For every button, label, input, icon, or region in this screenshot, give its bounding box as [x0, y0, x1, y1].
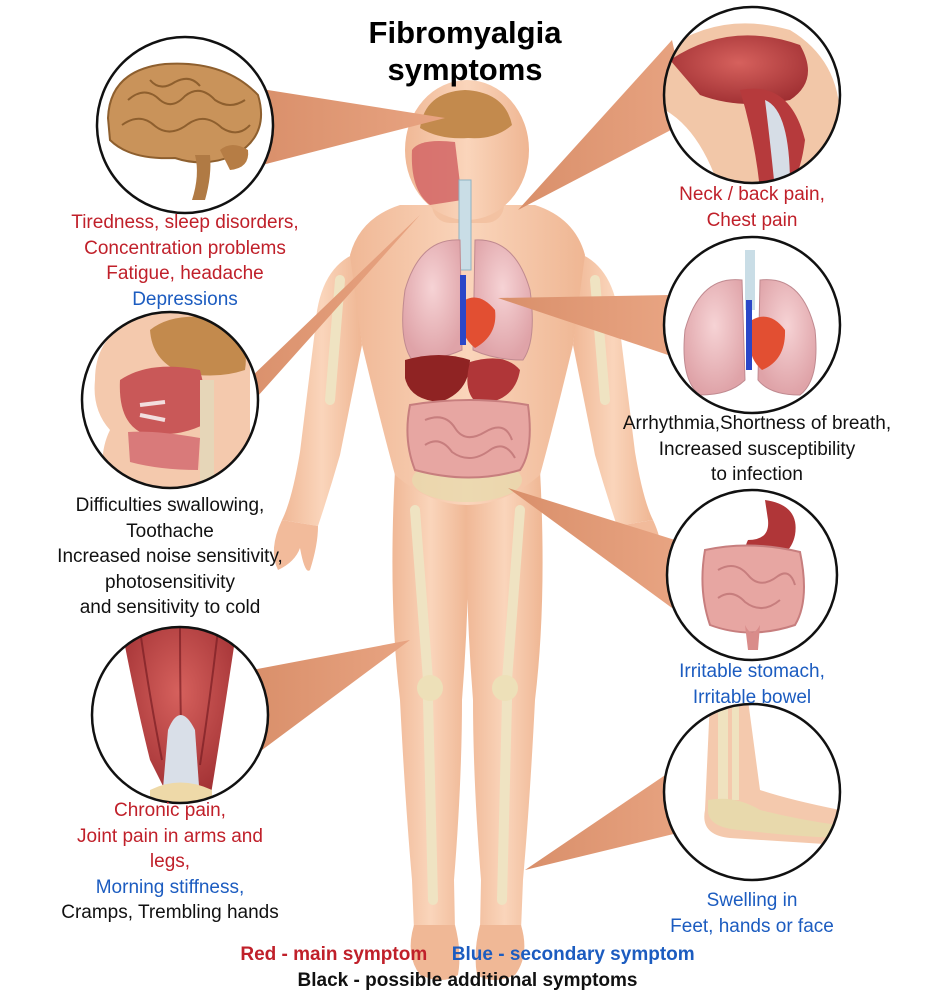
symptom-line: Toothache — [126, 520, 214, 542]
head-section-icon — [80, 310, 260, 490]
lungs-heart-icon — [662, 235, 842, 415]
legend-main-symptom: Red - main symptom — [240, 944, 428, 965]
symptom-line: Swelling in — [706, 890, 798, 911]
lung-symptoms: Arrhythmia,Shortness of breath, Increase… — [592, 411, 922, 488]
title-line-2: symptoms — [387, 52, 543, 87]
brain-symptoms: Tiredness, sleep disorders, Concentratio… — [20, 210, 350, 312]
symptom-line: Tiredness, sleep disorders, — [71, 212, 299, 233]
shoulder-muscle-icon — [662, 5, 842, 185]
callout-pointers — [232, 40, 690, 870]
muscle-symptoms: Chronic pain, Joint pain in arms and leg… — [10, 798, 330, 926]
digestive-symptoms: Irritable stomach, Irritable bowel — [602, 659, 902, 710]
human-body — [273, 80, 662, 980]
symptom-line: Difficulties swallowing, — [75, 495, 265, 516]
foot-symptoms: Swelling in Feet, hands or face — [602, 888, 902, 939]
symptom-line: photosensitivity — [105, 571, 235, 593]
foot-skeleton-icon — [662, 702, 842, 882]
symptom-line: Chest pain — [706, 209, 798, 231]
digestive-system-icon — [665, 488, 839, 662]
legend-secondary-symptom: Blue - secondary symptom — [451, 944, 695, 965]
symptom-line: Joint pain in arms and — [77, 825, 263, 847]
shoulder-symptoms: Neck / back pain, Chest pain — [602, 182, 902, 233]
symptom-line: Arrhythmia,Shortness of breath, — [622, 413, 892, 434]
muscle-icon — [90, 625, 270, 805]
symptom-line: Fatigue, headache — [106, 263, 264, 284]
symptom-line: Increased noise sensitivity, — [57, 546, 283, 567]
symptom-line: Neck / back pain, — [679, 184, 825, 205]
symptom-line: Increased susceptibility — [658, 438, 856, 460]
symptom-line: and sensitivity to cold — [79, 597, 261, 618]
symptom-line: Feet, hands or face — [670, 915, 834, 937]
symptom-line: Cramps, Trembling hands — [61, 902, 279, 923]
symptom-line: legs, — [149, 851, 191, 872]
symptom-line: Concentration problems — [84, 237, 286, 259]
legend-row-1: Red - main symptom Blue - secondary symp… — [0, 944, 935, 966]
symptom-line: Chronic pain, — [114, 800, 226, 821]
brain-icon — [95, 35, 275, 215]
legend-additional-symptom: Black - possible additional symptoms — [297, 970, 638, 991]
symptom-line: Irritable bowel — [692, 686, 812, 708]
symptom-line: Irritable stomach, — [679, 661, 825, 682]
symptom-line: to infection — [711, 464, 803, 485]
symptom-line: Depressions — [132, 288, 238, 310]
symptom-line: Morning stiffness, — [95, 876, 245, 898]
head-section-symptoms: Difficulties swallowing, Toothache Incre… — [10, 493, 330, 621]
title-line-1: Fibromyalgia — [368, 15, 562, 50]
page-title: Fibromyalgia symptoms — [300, 14, 630, 88]
